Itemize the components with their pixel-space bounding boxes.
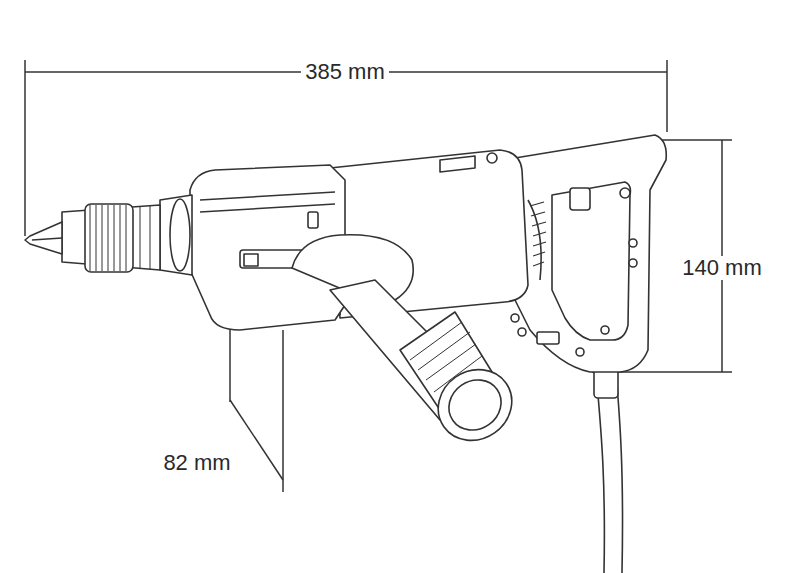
drill-body <box>25 135 666 573</box>
dimension-lines <box>25 60 732 492</box>
dimension-label: 385 mm <box>301 60 388 84</box>
dimension-label: 82 mm <box>159 451 234 475</box>
dimension-label: 140 mm <box>678 256 765 280</box>
